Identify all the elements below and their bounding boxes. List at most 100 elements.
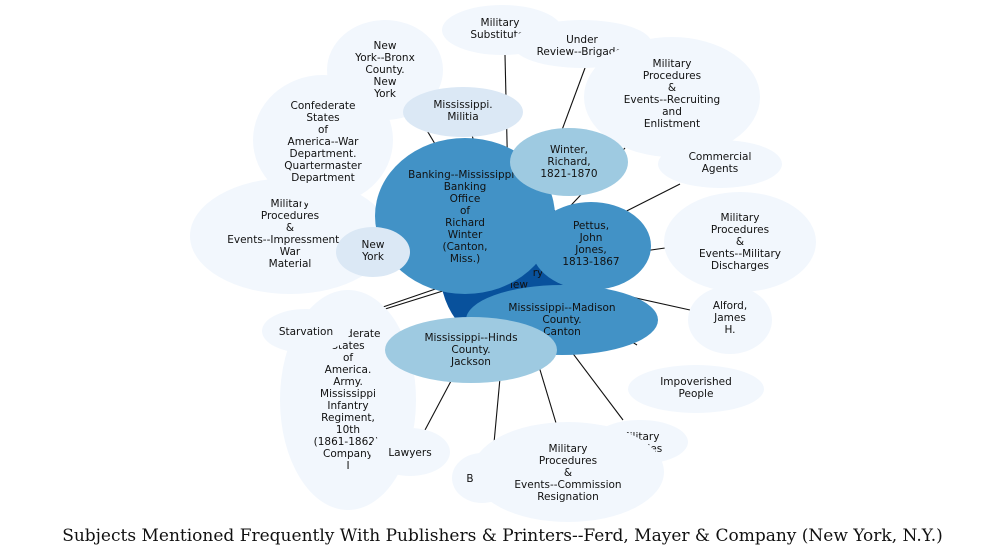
node-alford-label-line: James — [713, 312, 746, 324]
node-ny-bronx-label-line: County. — [365, 64, 404, 76]
node-banking-label-line: (Canton, — [442, 241, 487, 253]
node-mil-impressment-bubble — [190, 178, 390, 294]
node-ny-bronx-label-line: York--Bronx — [354, 52, 415, 64]
node-mississippi-militia-label-line: Militia — [447, 111, 478, 123]
node-mil-commission-label-line: Procedures — [539, 455, 597, 467]
node-winter-richard-label-line: Richard, — [547, 156, 590, 168]
node-mil-recruiting-label-line: and — [662, 106, 682, 118]
node-lawyers[interactable]: Lawyers — [370, 428, 450, 476]
node-banking-label-line: Miss.) — [450, 253, 480, 265]
node-confederate-war-dept-bubble — [253, 75, 393, 205]
node-confederate-10th-label-line: I — [346, 460, 349, 472]
node-mil-commission-label-line: & — [564, 467, 572, 479]
node-b-node-label-line: B — [466, 473, 473, 485]
node-madison-canton-label-line: County. — [542, 314, 581, 326]
node-mil-recruiting-label-line: Military — [653, 58, 692, 70]
node-banking-label-line: Winter — [448, 229, 483, 241]
node-starvation[interactable]: Starvation — [262, 309, 350, 353]
node-banking-bubble — [375, 138, 555, 294]
node-impoverished-label-line: People — [679, 388, 714, 400]
node-commercial-agents-label-line: Agents — [702, 163, 739, 175]
node-winter-richard-label: Winter,Richard,1821-1870 — [540, 144, 597, 180]
node-mil-discharges-label-line: Discharges — [711, 260, 769, 272]
node-alford-label-line: Alford, — [713, 300, 747, 312]
node-new-york-label-line: New — [362, 239, 385, 251]
node-pettus-label-line: Pettus, — [573, 220, 609, 232]
node-mil-impressment-label-line: Procedures — [261, 210, 319, 222]
node-jackson-label-line: Mississippi--Hinds — [424, 332, 517, 344]
node-pettus-label-line: 1813-1867 — [562, 256, 619, 268]
node-mississippi-militia-label-line: Mississippi. — [433, 99, 492, 111]
node-mil-commission-label-line: Military — [549, 443, 588, 455]
node-commercial-agents-label-line: Commercial — [689, 151, 752, 163]
node-new-york-bubble — [336, 227, 410, 277]
node-mil-commission-label-line: Resignation — [537, 491, 599, 503]
node-confederate-war-dept-label-line: America--War — [288, 136, 360, 148]
node-under-review-brigades-label-line: Review--Brigades — [537, 46, 628, 58]
node-mississippi-militia[interactable]: Mississippi.Militia — [403, 87, 523, 137]
node-mississippi-militia-label: Mississippi.Militia — [433, 99, 492, 123]
node-ny-bronx-label-line: New — [374, 76, 397, 88]
node-mil-commission-label-line: Events--Commission — [514, 479, 621, 491]
node-pettus-label-line: Jones, — [574, 244, 606, 256]
node-mil-recruiting-label-line: Events--Recruiting — [624, 94, 720, 106]
node-commercial-agents-bubble — [658, 140, 782, 188]
node-mil-impressment-label-line: War — [280, 246, 301, 258]
node-under-review-brigades-label-line: Under — [566, 34, 598, 46]
node-confederate-war-dept-label-line: Department. — [290, 148, 357, 160]
node-jackson-label-line: Jackson — [450, 356, 491, 368]
node-mil-discharges-bubble — [664, 192, 816, 292]
node-confederate-war-dept-label-line: Quartermaster — [284, 160, 362, 172]
node-mil-discharges-label-line: & — [736, 236, 744, 248]
node-winter-richard-label-line: Winter, — [550, 144, 588, 156]
node-mil-discharges-label-line: Events--Military — [699, 248, 781, 260]
node-confederate-war-dept-label-line: of — [318, 124, 328, 136]
node-pettus-bubble — [531, 202, 651, 290]
node-jackson-label-line: County. — [451, 344, 490, 356]
node-hub-label-line: ry — [533, 267, 544, 279]
node-banking-label-line: Banking--Mississippi-- — [408, 169, 522, 181]
node-b-node-label: B — [466, 473, 473, 485]
node-mil-recruiting-bubble — [584, 37, 760, 157]
node-confederate-10th-label-line: 10th — [336, 424, 360, 436]
node-confederate-10th-label-line: Company — [323, 448, 373, 460]
node-madison-canton-label-line: Canton — [543, 326, 581, 338]
node-winter-richard[interactable]: Winter,Richard,1821-1870 — [510, 128, 628, 196]
node-alford-label-line: H. — [724, 324, 735, 336]
node-mil-impressment-label-line: Events--Impressment of — [227, 234, 353, 246]
node-impoverished-bubble — [628, 365, 764, 413]
diagram-caption: Subjects Mentioned Frequently With Publi… — [62, 526, 943, 546]
node-confederate-10th-label-line: Infantry — [327, 400, 368, 412]
node-banking-label-line: Office — [450, 193, 481, 205]
node-confederate-10th-label-line: Mississippi — [320, 388, 376, 400]
node-confederate-war-dept-label-line: Department — [291, 172, 355, 184]
node-mil-recruiting-label-line: Procedures — [643, 70, 701, 82]
node-alford-bubble — [688, 286, 772, 354]
node-impoverished-label-line: Impoverished — [660, 376, 732, 388]
node-starvation-label-line: Starvation — [279, 326, 333, 338]
node-madison-canton-label-line: Mississippi--Madison — [508, 302, 615, 314]
node-confederate-war-dept-label-line: Confederate — [290, 100, 355, 112]
